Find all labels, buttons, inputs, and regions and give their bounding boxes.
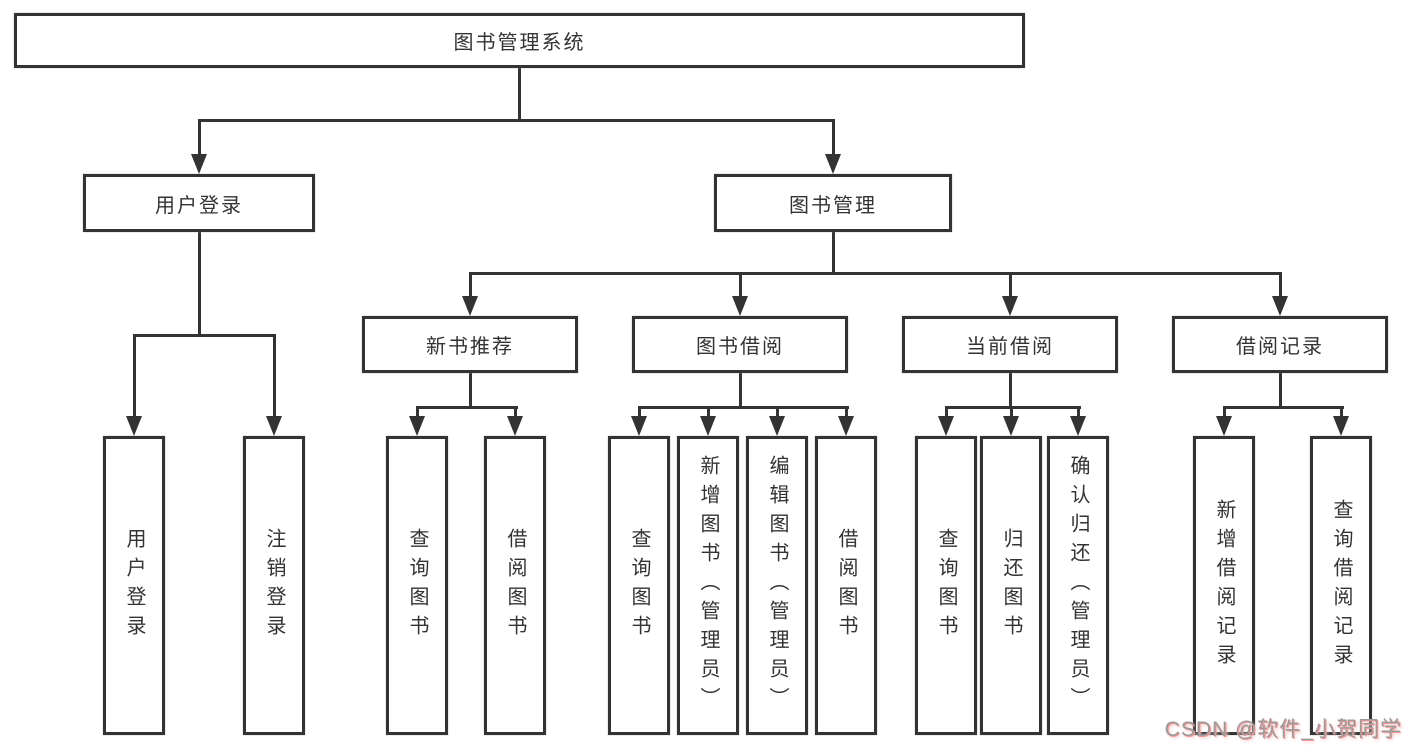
arrow-down-icon xyxy=(838,416,854,436)
connector-drop xyxy=(707,406,710,418)
connector-drop xyxy=(133,334,136,418)
arrow-down-icon xyxy=(191,154,207,174)
arrow-down-icon xyxy=(409,416,425,436)
connector-drop xyxy=(845,406,848,418)
connector-stub xyxy=(1279,373,1282,409)
arrow-down-icon xyxy=(1216,416,1232,436)
connector-stub xyxy=(1009,373,1012,409)
leaf-borrow-book: 借阅图书 xyxy=(815,436,877,735)
leaf-add-book-admin: 新增图书（管理员） xyxy=(677,436,739,735)
arrow-down-icon xyxy=(126,416,142,436)
connector-drop xyxy=(1077,406,1080,418)
arrow-down-icon xyxy=(266,416,282,436)
arrow-down-icon xyxy=(1003,416,1019,436)
arrow-down-icon xyxy=(1272,296,1288,316)
arrow-down-icon xyxy=(1002,296,1018,316)
arrow-down-icon xyxy=(631,416,647,436)
leaf-add-borrow-record: 新增借阅记录 xyxy=(1193,436,1255,735)
connector-drop xyxy=(1010,406,1013,418)
connector-level2-rail xyxy=(198,119,835,122)
connector-drop xyxy=(638,406,641,418)
leaf-logout: 注销登录 xyxy=(243,436,305,735)
connector-drop xyxy=(739,272,742,299)
connector-drop xyxy=(469,272,472,299)
node-borrow-record: 借阅记录 xyxy=(1172,316,1388,373)
connector-drop xyxy=(514,406,517,418)
arrow-down-icon xyxy=(1070,416,1086,436)
connector-level3-rail xyxy=(469,272,1282,275)
leaf-query-book-recommend: 查询图书 xyxy=(386,436,448,735)
arrow-down-icon xyxy=(769,416,785,436)
connector-drop xyxy=(198,119,201,157)
arrow-down-icon xyxy=(938,416,954,436)
node-current-borrow: 当前借阅 xyxy=(902,316,1118,373)
connector-userlogin-rail xyxy=(133,334,276,337)
connector-drop xyxy=(273,334,276,418)
connector-root-stub xyxy=(518,67,521,121)
node-book-borrow: 图书借阅 xyxy=(632,316,848,373)
connector-drop xyxy=(1279,272,1282,299)
connector-drop xyxy=(776,406,779,418)
connector-drop xyxy=(1223,406,1226,418)
leaf-query-borrow-record: 查询借阅记录 xyxy=(1310,436,1372,735)
connector-rail xyxy=(945,406,1081,409)
leaf-edit-book-admin: 编辑图书（管理员） xyxy=(746,436,808,735)
connector-drop xyxy=(832,119,835,157)
connector-drop xyxy=(1009,272,1012,299)
connector-rail xyxy=(416,406,518,409)
arrow-down-icon xyxy=(825,154,841,174)
leaf-return-book: 归还图书 xyxy=(980,436,1042,735)
node-root: 图书管理系统 xyxy=(14,13,1025,68)
connector-drop xyxy=(1340,406,1343,418)
arrow-down-icon xyxy=(700,416,716,436)
leaf-query-book-borrow: 查询图书 xyxy=(608,436,670,735)
leaf-borrow-book-recommend: 借阅图书 xyxy=(484,436,546,735)
node-new-book-recommend: 新书推荐 xyxy=(362,316,578,373)
connector-stub xyxy=(739,373,742,409)
arrow-down-icon xyxy=(462,296,478,316)
connector-rail xyxy=(1223,406,1344,409)
arrow-down-icon xyxy=(507,416,523,436)
node-book-management: 图书管理 xyxy=(714,174,952,232)
arrow-down-icon xyxy=(732,296,748,316)
connector-bookmgmt-stub xyxy=(832,232,835,275)
connector-drop xyxy=(945,406,948,418)
leaf-user-login: 用户登录 xyxy=(103,436,165,735)
leaf-query-book-current: 查询图书 xyxy=(915,436,977,735)
watermark: CSDN @软件_小贺同学 xyxy=(1164,718,1402,741)
connector-userlogin-stub xyxy=(198,232,201,337)
connector-rail xyxy=(638,406,849,409)
connector-stub xyxy=(469,373,472,409)
connector-drop xyxy=(416,406,419,418)
arrow-down-icon xyxy=(1333,416,1349,436)
node-user-login: 用户登录 xyxy=(83,174,315,232)
leaf-confirm-return-admin: 确认归还（管理员） xyxy=(1047,436,1109,735)
